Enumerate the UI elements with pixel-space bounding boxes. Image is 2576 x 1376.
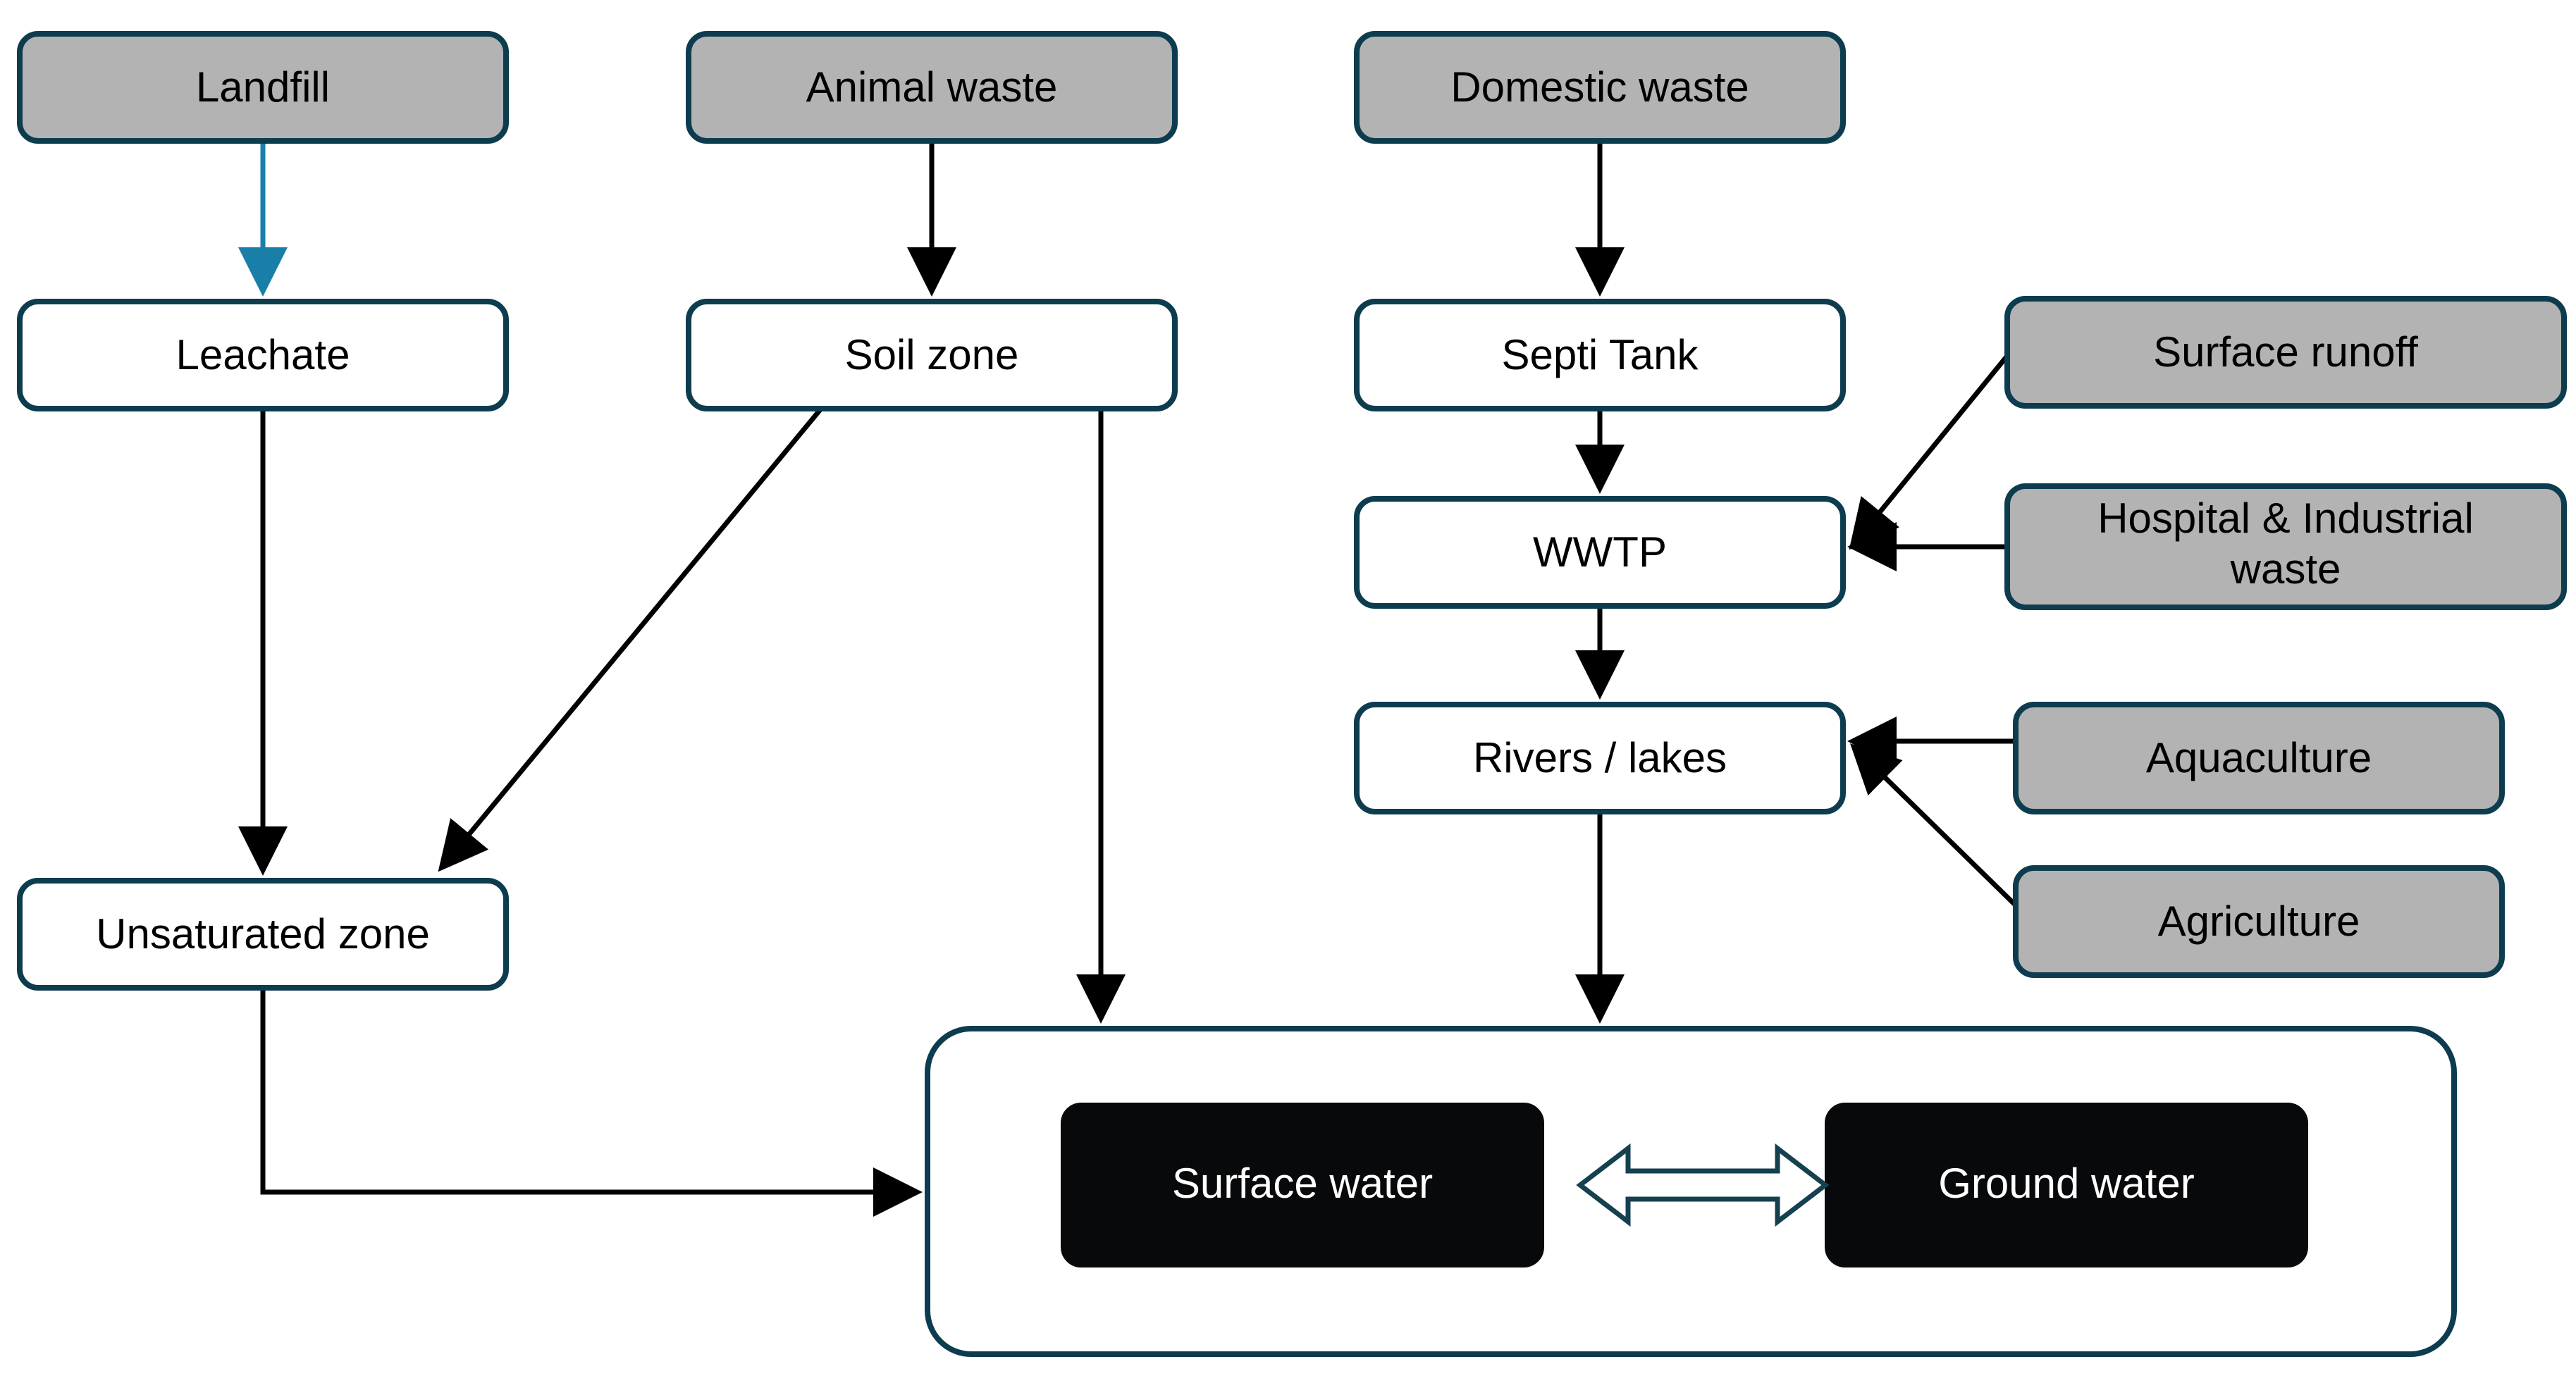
node-surface-runoff[interactable]: Surface runoff <box>2004 296 2567 409</box>
node-aquaculture[interactable]: Aquaculture <box>2013 702 2505 814</box>
node-leachate-box[interactable] <box>17 299 509 411</box>
node-soil-zone-label: Soil zone <box>845 331 1019 378</box>
node-surface-water-label: Surface water <box>1172 1160 1433 1207</box>
node-landfill-box[interactable] <box>17 31 509 144</box>
node-landfill-label: Landfill <box>196 63 330 111</box>
node-surface-runoff-box[interactable] <box>2004 296 2567 409</box>
node-agriculture-label: Agriculture <box>2158 898 2360 945</box>
node-septi-tank[interactable]: Septi Tank <box>1354 299 1846 411</box>
node-hospital-industrial-waste-label-line1: Hospital & Industrial <box>2097 495 2474 542</box>
node-hospital-industrial-waste-label-line2: waste <box>2230 545 2341 593</box>
node-landfill[interactable]: Landfill <box>17 31 509 144</box>
node-aquaculture-label: Aquaculture <box>2146 734 2372 781</box>
node-hospital-industrial-waste[interactable]: Hospital & Industrial waste <box>2004 483 2567 610</box>
node-leachate-label: Leachate <box>176 331 350 378</box>
edge-surface-runoff-to-wwtp <box>1849 354 2009 550</box>
node-soil-zone[interactable]: Soil zone <box>686 299 1178 411</box>
node-rivers-lakes-box[interactable] <box>1354 702 1846 814</box>
node-wwtp-box[interactable] <box>1354 496 1846 609</box>
edge-agriculture-to-rivers-lakes <box>1849 743 2018 907</box>
node-animal-waste-label: Animal waste <box>806 63 1058 111</box>
edge-layer <box>238 141 2018 1217</box>
node-domestic-waste-box[interactable] <box>1354 31 1846 144</box>
node-leachate[interactable]: Leachate <box>17 299 509 411</box>
node-soil-zone-box[interactable] <box>686 299 1178 411</box>
node-rivers-lakes[interactable]: Rivers / lakes <box>1354 702 1846 814</box>
edge-soil-zone-to-unsaturated-zone <box>438 407 823 872</box>
node-agriculture-box[interactable] <box>2013 865 2505 978</box>
node-agriculture[interactable]: Agriculture <box>2013 865 2505 978</box>
node-layer: Landfill Animal waste Domestic waste Lea… <box>17 31 2567 1267</box>
node-animal-waste-box[interactable] <box>686 31 1178 144</box>
node-animal-waste[interactable]: Animal waste <box>686 31 1178 144</box>
node-surface-water[interactable]: Surface water <box>1061 1103 1544 1267</box>
node-domestic-waste-label: Domestic waste <box>1450 63 1749 111</box>
node-domestic-waste[interactable]: Domestic waste <box>1354 31 1846 144</box>
node-surface-water-box[interactable] <box>1061 1103 1544 1267</box>
node-septi-tank-box[interactable] <box>1354 299 1846 411</box>
node-ground-water-label: Ground water <box>1938 1160 2195 1207</box>
node-ground-water[interactable]: Ground water <box>1825 1103 2308 1267</box>
edge-unsaturated-zone-to-water-container <box>260 988 923 1217</box>
double-headed-exchange-arrow <box>1576 1143 1830 1227</box>
node-rivers-lakes-label: Rivers / lakes <box>1473 734 1727 781</box>
node-aquaculture-box[interactable] <box>2013 702 2505 814</box>
node-wwtp[interactable]: WWTP <box>1354 496 1846 609</box>
node-wwtp-label: WWTP <box>1533 528 1667 576</box>
node-hospital-industrial-waste-box[interactable] <box>2004 483 2567 610</box>
node-unsaturated-zone-label: Unsaturated zone <box>96 910 430 957</box>
node-unsaturated-zone-box[interactable] <box>17 878 509 991</box>
node-unsaturated-zone[interactable]: Unsaturated zone <box>17 878 509 991</box>
node-septi-tank-label: Septi Tank <box>1501 331 1699 378</box>
node-surface-runoff-label: Surface runoff <box>2153 328 2418 376</box>
